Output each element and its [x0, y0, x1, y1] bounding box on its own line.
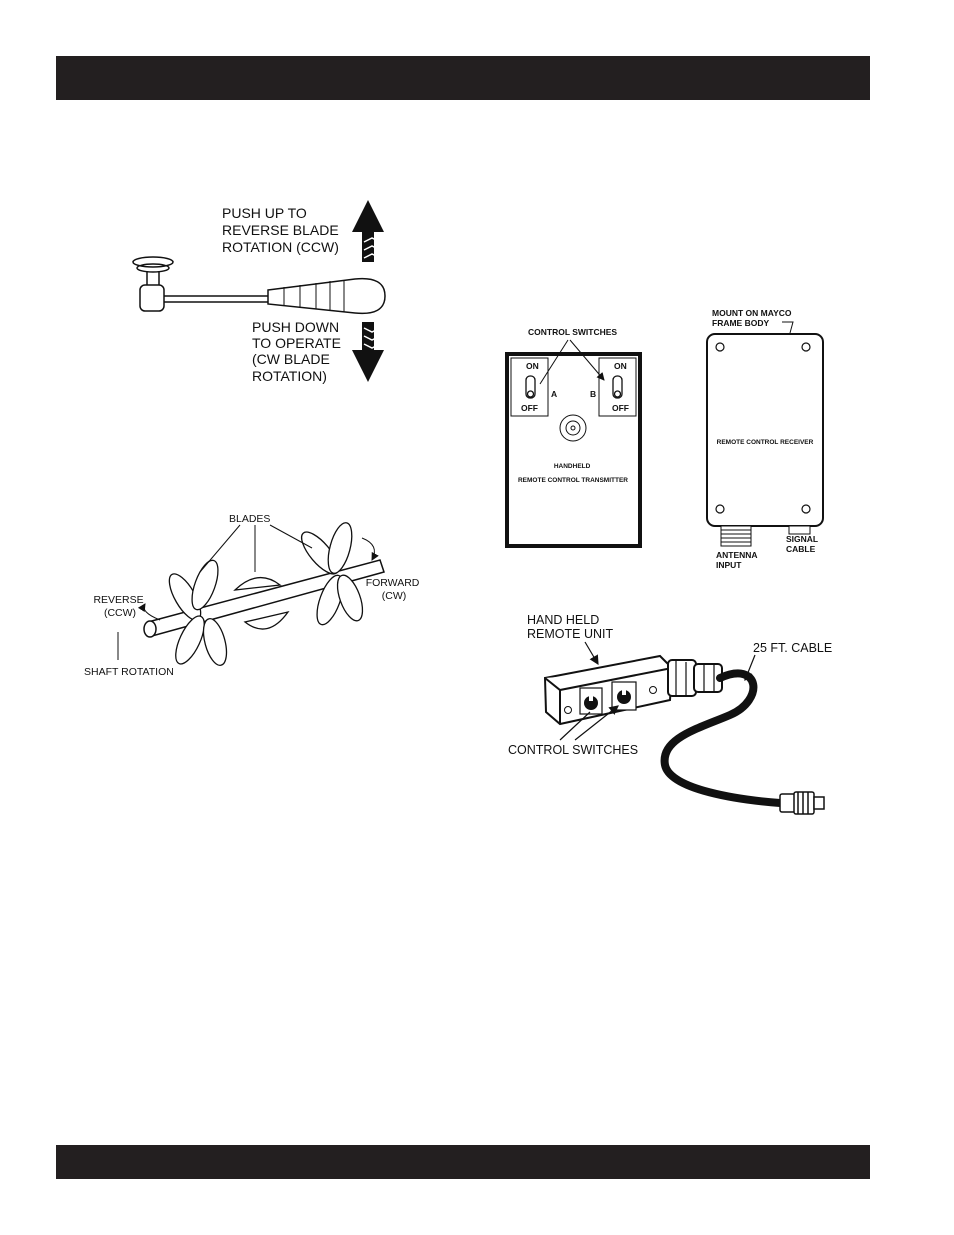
receiver-figure: MOUNT ON MAYCO FRAME BODY REMOTE CONTROL…: [706, 308, 824, 570]
receiver-case: [706, 333, 824, 527]
blades-label: BLADES: [229, 513, 270, 525]
receiver-label: REMOTE CONTROL RECEIVER: [717, 439, 814, 446]
mount-label: MOUNT ON MAYCO FRAME BODY: [712, 308, 794, 328]
header-bar: [56, 56, 870, 100]
remote-unit-figure: HAND HELD REMOTE UNIT 25 FT. CABLE CONTR…: [508, 613, 832, 815]
mounting-holes: [715, 342, 811, 514]
lever-handle: [267, 277, 386, 315]
shaft-rotation-label: SHAFT ROTATION: [84, 666, 174, 678]
control-switches-label: CONTROL SWITCHES: [528, 327, 617, 337]
switch-a-label: A: [551, 389, 557, 399]
remote-switches-label: CONTROL SWITCHES: [508, 743, 638, 757]
antenna-label: ANTENNA INPUT: [716, 550, 760, 570]
blades-figure: BLADES REVERSE (CCW) FORWARD (CW) SHAFT …: [84, 513, 423, 678]
antenna-connector-icon: [720, 525, 752, 547]
lever-pivot: [132, 256, 270, 312]
toggle-switch-b-icon: [612, 375, 623, 399]
transmitter-label: HANDHELD REMOTE CONTROL TRANSMITTER: [518, 463, 628, 484]
push-up-label: PUSH UP TO REVERSE BLADE ROTATION (CCW): [222, 205, 343, 255]
signal-connector-icon: [788, 525, 811, 535]
remote-switch-1-icon: [579, 687, 603, 715]
blade-leader-lines: [117, 524, 379, 660]
switch-b-label: B: [590, 389, 596, 399]
forward-label: FORWARD (CW): [366, 577, 423, 602]
blade-group: [168, 522, 364, 666]
remote-cable: [660, 669, 784, 807]
lever-figure: PUSH UP TO REVERSE BLADE ROTATION (CCW) …: [132, 200, 386, 384]
screw-icon: [564, 686, 657, 714]
off-b-label: OFF: [612, 403, 629, 413]
cable-label: 25 FT. CABLE: [753, 641, 832, 655]
on-a-label: ON: [526, 361, 539, 371]
off-a-label: OFF: [521, 403, 538, 413]
remote-body: [543, 654, 723, 726]
remote-unit-title: HAND HELD REMOTE UNIT: [527, 613, 613, 641]
remote-switch-2-icon: [611, 681, 637, 711]
reverse-label: REVERSE (CCW): [93, 594, 146, 619]
signal-label: SIGNAL CABLE: [786, 534, 820, 554]
on-b-label: ON: [614, 361, 627, 371]
shaft: [143, 559, 385, 638]
cable-connector-icon: [779, 791, 825, 815]
toggle-switch-a-icon: [525, 375, 536, 399]
footer-bar: [56, 1145, 870, 1179]
push-down-label: PUSH DOWN TO OPERATE (CW BLADE ROTATION): [252, 319, 345, 384]
transmitter-figure: CONTROL SWITCHES ON OFF A ON OFF B HANDH…: [505, 327, 642, 548]
switch-a-panel: [510, 357, 549, 417]
antenna-knob-icon: [559, 414, 587, 442]
up-down-arrow-icon: [352, 200, 384, 382]
